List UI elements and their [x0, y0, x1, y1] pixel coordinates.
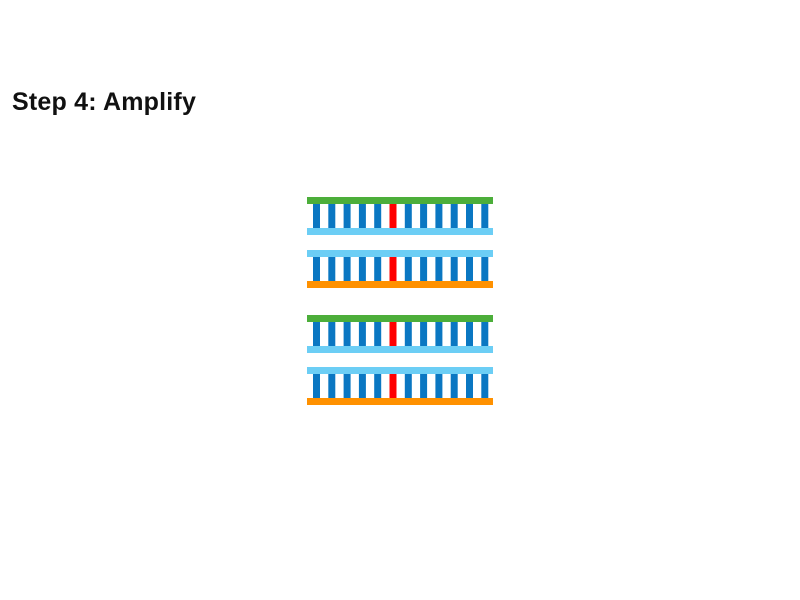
base-pair — [450, 204, 458, 228]
base-pair — [343, 204, 351, 228]
bottom-strand — [307, 346, 493, 353]
base-pair — [328, 204, 336, 228]
dna-duplex — [307, 197, 493, 235]
dna-duplex — [307, 315, 493, 353]
base-pair — [420, 322, 428, 346]
top-strand — [307, 367, 493, 374]
base-pair — [404, 374, 412, 398]
base-pair — [374, 257, 382, 281]
mismatch-base-pair — [389, 374, 397, 398]
base-pair — [466, 257, 473, 281]
base-pair — [358, 257, 366, 281]
base-pair — [466, 322, 473, 346]
base-pair — [481, 322, 489, 346]
base-pair — [374, 204, 382, 228]
top-strand — [307, 250, 493, 257]
base-pair — [435, 374, 443, 398]
base-pair — [435, 257, 443, 281]
bottom-strand — [307, 228, 493, 235]
base-pair — [343, 374, 351, 398]
base-pair — [313, 257, 320, 281]
dna-duplex — [307, 250, 493, 288]
base-pair — [404, 257, 412, 281]
dna-duplex — [307, 367, 493, 405]
base-pair — [313, 204, 320, 228]
base-pair — [420, 257, 428, 281]
base-pair — [481, 204, 489, 228]
base-pair — [358, 204, 366, 228]
bottom-strand — [307, 398, 493, 405]
base-pair — [481, 374, 489, 398]
base-pair — [358, 374, 366, 398]
base-pair — [450, 374, 458, 398]
mismatch-base-pair — [389, 257, 397, 281]
bottom-strand — [307, 281, 493, 288]
base-pair — [420, 374, 428, 398]
mismatch-base-pair — [389, 204, 397, 228]
base-pair — [343, 257, 351, 281]
top-strand — [307, 197, 493, 204]
base-pair — [435, 204, 443, 228]
base-pair — [374, 322, 382, 346]
base-pair — [328, 374, 336, 398]
base-pair — [328, 322, 336, 346]
base-pair — [358, 322, 366, 346]
base-pair — [450, 257, 458, 281]
base-pair — [343, 322, 351, 346]
base-pair — [328, 257, 336, 281]
base-pair — [450, 322, 458, 346]
top-strand — [307, 315, 493, 322]
mismatch-base-pair — [389, 322, 397, 346]
base-pair — [313, 374, 320, 398]
base-pair — [466, 204, 473, 228]
base-pair — [404, 204, 412, 228]
base-pair — [435, 322, 443, 346]
step-title: Step 4: Amplify — [12, 88, 197, 116]
base-pair — [313, 322, 320, 346]
base-pair — [404, 322, 412, 346]
base-pair — [420, 204, 428, 228]
base-pair — [374, 374, 382, 398]
base-pair — [481, 257, 489, 281]
base-pair — [466, 374, 473, 398]
